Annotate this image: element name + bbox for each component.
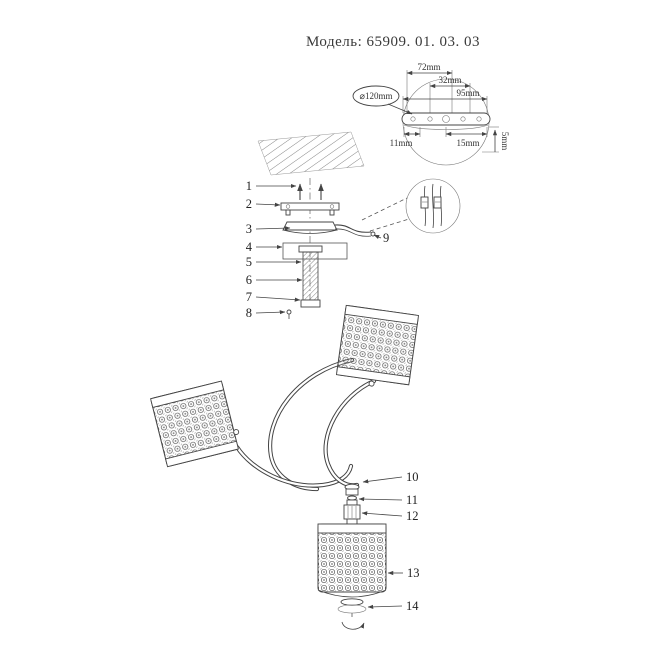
detail-leader	[369, 218, 410, 232]
dim-32-label: 32mm	[438, 75, 461, 85]
arm-stub-bottom	[334, 228, 372, 237]
part-label-8: 8	[246, 306, 252, 320]
plate-hole	[476, 116, 482, 122]
part-label-2: 2	[246, 197, 252, 211]
dim-15-label: 15mm	[456, 138, 479, 148]
shade-connector	[233, 429, 240, 435]
leader-line	[255, 296, 301, 302]
plate-hole	[460, 116, 466, 122]
page-title: Модель: 65909. 01. 03. 03	[306, 34, 480, 50]
part-callout-1: 1	[246, 179, 297, 193]
part-callout-4: 4	[246, 240, 283, 254]
column-ring	[346, 499, 358, 506]
screw	[286, 309, 292, 315]
part-label-10: 10	[406, 470, 419, 484]
part-label-1: 1	[246, 179, 252, 193]
part-callout-10: 10	[362, 470, 419, 484]
leader-line	[358, 497, 403, 502]
arm-stub-top	[334, 224, 372, 233]
wire	[432, 183, 434, 229]
plate-hole	[410, 116, 416, 122]
column-fitting	[345, 488, 359, 496]
part-callout-7: 7	[246, 290, 301, 304]
canopy	[282, 221, 338, 231]
chandelier-body: 10 11 12 13 14	[150, 304, 420, 630]
shade-upper-right	[335, 304, 420, 387]
dim-diameter-label: ⌀120mm	[360, 91, 393, 101]
part-callout-13: 13	[387, 566, 420, 580]
part-callout-5: 5	[246, 255, 302, 269]
part-label-6: 6	[246, 273, 252, 287]
part-label-7: 7	[246, 290, 252, 304]
rod-nut	[300, 299, 321, 308]
mount-assembly: 1 2 3 4 5 6 7 8	[246, 178, 389, 320]
part-callout-8: 8	[246, 306, 286, 320]
shade-upper-left	[150, 380, 240, 468]
detail-circle	[405, 178, 461, 234]
wire-terminal	[433, 196, 442, 209]
rotate-arrow-icon	[341, 621, 365, 630]
leader-line	[255, 310, 286, 315]
leader-line	[362, 476, 403, 484]
part-label-11: 11	[406, 493, 418, 507]
part-label-13: 13	[407, 566, 420, 580]
rod-flange	[298, 245, 323, 253]
finial-ring	[337, 604, 367, 614]
leader-line	[367, 604, 403, 609]
part-callout-3: 3	[246, 222, 291, 236]
arm-swirl	[268, 357, 355, 492]
leader-line	[373, 234, 382, 239]
part-callout-11: 11	[358, 493, 418, 507]
diameter-leader	[387, 103, 413, 115]
threaded-rod	[302, 251, 319, 301]
ceiling-hatch	[257, 131, 365, 176]
shade-lower	[317, 523, 387, 593]
detail-leader	[361, 197, 408, 221]
shade-lower-bottom-edge	[317, 589, 387, 598]
part-label-9: 9	[383, 231, 389, 245]
mounting-bracket	[280, 202, 340, 211]
wiring-detail	[361, 178, 461, 234]
part-label-5: 5	[246, 255, 252, 269]
dim-95-label: 95mm	[456, 88, 479, 98]
dim-5-label: 5mm	[500, 132, 510, 151]
part-callout-9: 9	[373, 231, 389, 245]
diameter-callout-bubble	[352, 85, 400, 107]
finial	[340, 598, 364, 606]
leader-line	[255, 202, 281, 207]
leader-line	[361, 511, 403, 517]
leader-line	[255, 226, 291, 231]
ceiling-section	[257, 131, 365, 176]
part-label-4: 4	[246, 240, 253, 254]
part-label-12: 12	[406, 509, 419, 523]
part-callout-12: 12	[361, 509, 419, 523]
plate-center-hole	[442, 115, 450, 123]
part-callout-6: 6	[246, 273, 303, 287]
mounting-plate	[401, 112, 491, 126]
part-label-3: 3	[246, 222, 252, 236]
part-callout-2: 2	[246, 197, 281, 211]
shade-connector	[368, 380, 375, 387]
part-callout-14: 14	[367, 599, 419, 613]
dim-72-label: 72mm	[417, 62, 440, 72]
mounting-plate-detail: 72mm 32mm 95mm ⌀120mm 11mm 15mm 5mm	[352, 62, 510, 166]
column-bead	[347, 495, 357, 501]
part-label-14: 14	[406, 599, 419, 613]
dim-11-label: 11mm	[390, 138, 413, 148]
plate-hole	[427, 116, 433, 122]
wire-terminal	[420, 196, 429, 209]
